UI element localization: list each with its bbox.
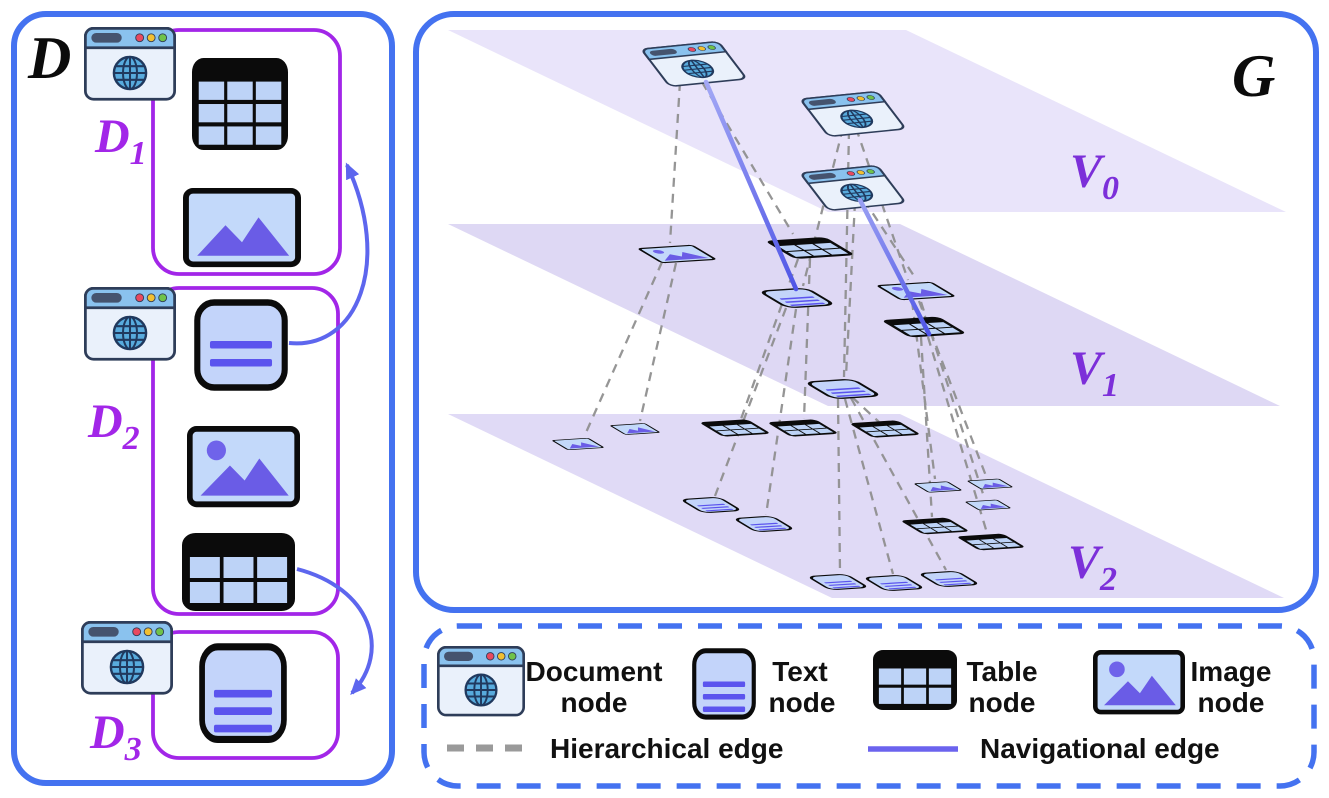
navigational-edge bbox=[703, 79, 799, 292]
legend-border bbox=[421, 623, 1317, 789]
legend-navigational-label: Navigational edge bbox=[980, 733, 1220, 764]
navigational-arrow-d2table-to-d3 bbox=[296, 567, 374, 695]
legend-text-label-2: node bbox=[769, 687, 836, 718]
image-node-icon bbox=[190, 429, 297, 504]
layer-label-v2: V2 bbox=[1068, 536, 1117, 598]
legend-table-label-2: node bbox=[969, 687, 1036, 718]
table-node-icon bbox=[192, 58, 288, 151]
document-icon-d3 bbox=[80, 621, 173, 695]
corpus-panel: D D1 D2 D3 bbox=[11, 11, 395, 786]
legend-image-label-2: node bbox=[1198, 687, 1265, 718]
document-box-d2 bbox=[151, 286, 340, 616]
image-icon bbox=[1095, 652, 1182, 712]
layer-label-v0: V0 bbox=[1070, 145, 1119, 207]
layer-plane-v2 bbox=[448, 414, 1284, 598]
corpus-label: D bbox=[27, 25, 71, 91]
document-icon-d2 bbox=[83, 287, 176, 361]
document-box-d3 bbox=[151, 630, 340, 760]
document-label-d3: D3 bbox=[89, 706, 142, 768]
legend: Document node Text node Table node Image… bbox=[421, 623, 1317, 789]
text-icon bbox=[694, 651, 754, 717]
table-icon bbox=[873, 650, 957, 711]
graph-label: G bbox=[1232, 43, 1275, 109]
image-node-icon bbox=[186, 191, 298, 264]
document-icon-d1 bbox=[83, 26, 176, 101]
document-icon bbox=[437, 646, 525, 717]
document-label-d2: D2 bbox=[87, 395, 140, 457]
legend-hierarchical-label: Hierarchical edge bbox=[550, 733, 783, 764]
layer-plane-v1 bbox=[448, 224, 1280, 406]
text-node-icon bbox=[197, 303, 284, 388]
legend-document-label-1: Document bbox=[526, 656, 663, 687]
legend-image-label-1: Image bbox=[1191, 656, 1272, 687]
layer-label-v1: V1 bbox=[1070, 342, 1119, 404]
legend-text-label-1: Text bbox=[772, 656, 828, 687]
document-box-d1 bbox=[151, 28, 342, 276]
text-node-icon bbox=[202, 647, 284, 740]
navigational-edge bbox=[857, 197, 932, 337]
legend-document-label-2: node bbox=[561, 687, 628, 718]
legend-table-label-1: Table bbox=[966, 656, 1037, 687]
document-label-d1: D1 bbox=[94, 110, 147, 172]
navigational-arrow-d2text-to-d1 bbox=[288, 162, 370, 346]
table-node-icon bbox=[182, 533, 295, 611]
graph-panel: G V0 V1 V2 bbox=[413, 11, 1319, 613]
